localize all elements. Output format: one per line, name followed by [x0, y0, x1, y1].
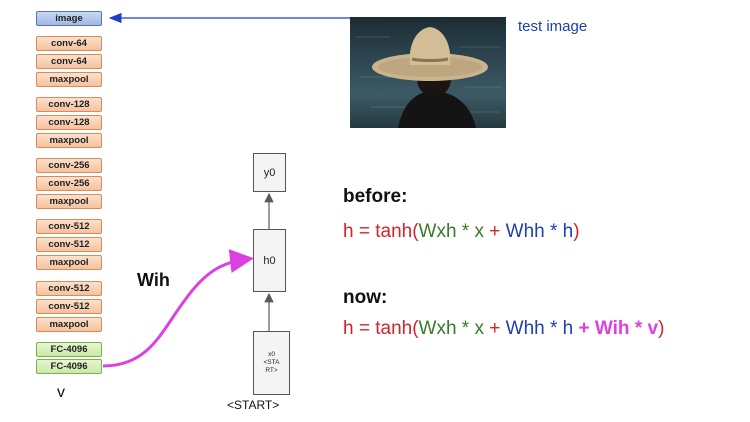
before-equation: h = tanh(Wxh * x + Whh * h): [343, 221, 580, 243]
eq-before-close: ): [573, 221, 579, 242]
eq-before-plus: +: [484, 221, 506, 242]
now-heading: now:: [343, 287, 387, 309]
eq-now-wxh: Wxh * x: [419, 318, 484, 339]
eq-now-close: ): [658, 318, 664, 339]
eq-now-wih: + Wih * v: [573, 318, 658, 339]
eq-before-whh: Whh * h: [506, 221, 574, 242]
eq-before-wxh: Wxh * x: [419, 221, 484, 242]
wih-arrow: [103, 259, 248, 366]
eq-now-whh: Whh * h: [506, 318, 574, 339]
before-heading: before:: [343, 186, 407, 208]
eq-now-prefix: h = tanh(: [343, 318, 419, 339]
eq-before-prefix: h = tanh(: [343, 221, 419, 242]
now-equation: h = tanh(Wxh * x + Whh * h + Wih * v): [343, 318, 664, 340]
eq-now-plus: +: [484, 318, 506, 339]
